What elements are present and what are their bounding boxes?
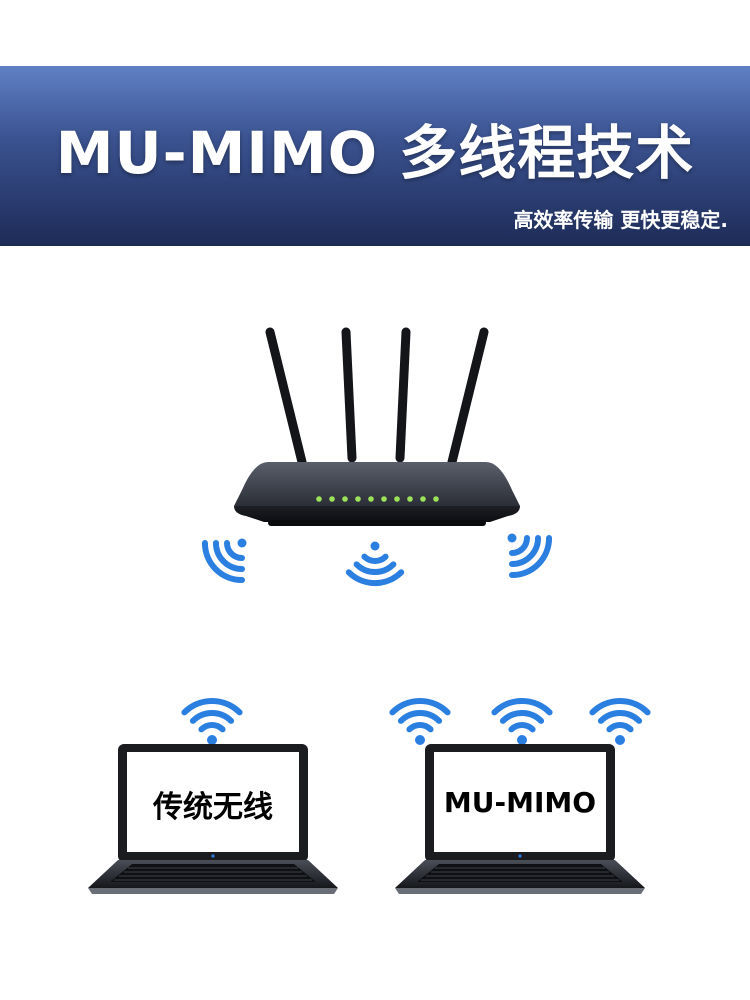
- router-body-top: [234, 462, 520, 506]
- wifi-signal-icon: [181, 697, 243, 745]
- wifi-signal-icon: [491, 697, 553, 745]
- router-led-row: [316, 496, 439, 502]
- router-body-front: [234, 506, 520, 522]
- router-antenna: [341, 327, 357, 463]
- left-laptop-label: 传统无线: [153, 790, 273, 825]
- router-icon: [234, 327, 520, 526]
- right-laptop-label: MU-MIMO: [443, 786, 597, 819]
- router-antenna: [265, 327, 307, 467]
- page-title: MU-MIMO 多线程技术: [55, 119, 695, 187]
- wifi-signal-icon: [507, 533, 553, 579]
- router-antenna: [447, 327, 489, 467]
- laptop-icon: [88, 744, 338, 894]
- laptop-screen: [127, 752, 299, 852]
- wifi-signal-icon: [201, 538, 247, 584]
- wifi-signal-icon: [345, 541, 405, 587]
- router-antenna: [395, 327, 411, 463]
- header-banner: MU-MIMO 多线程技术 高效率传输 更快更稳定.: [0, 66, 750, 246]
- laptop-icon: [395, 744, 645, 894]
- wifi-signal-icon: [589, 697, 651, 745]
- page-subtitle: 高效率传输 更快更稳定.: [513, 208, 728, 232]
- laptop-screen: [434, 752, 606, 852]
- wifi-signal-icon: [389, 697, 451, 745]
